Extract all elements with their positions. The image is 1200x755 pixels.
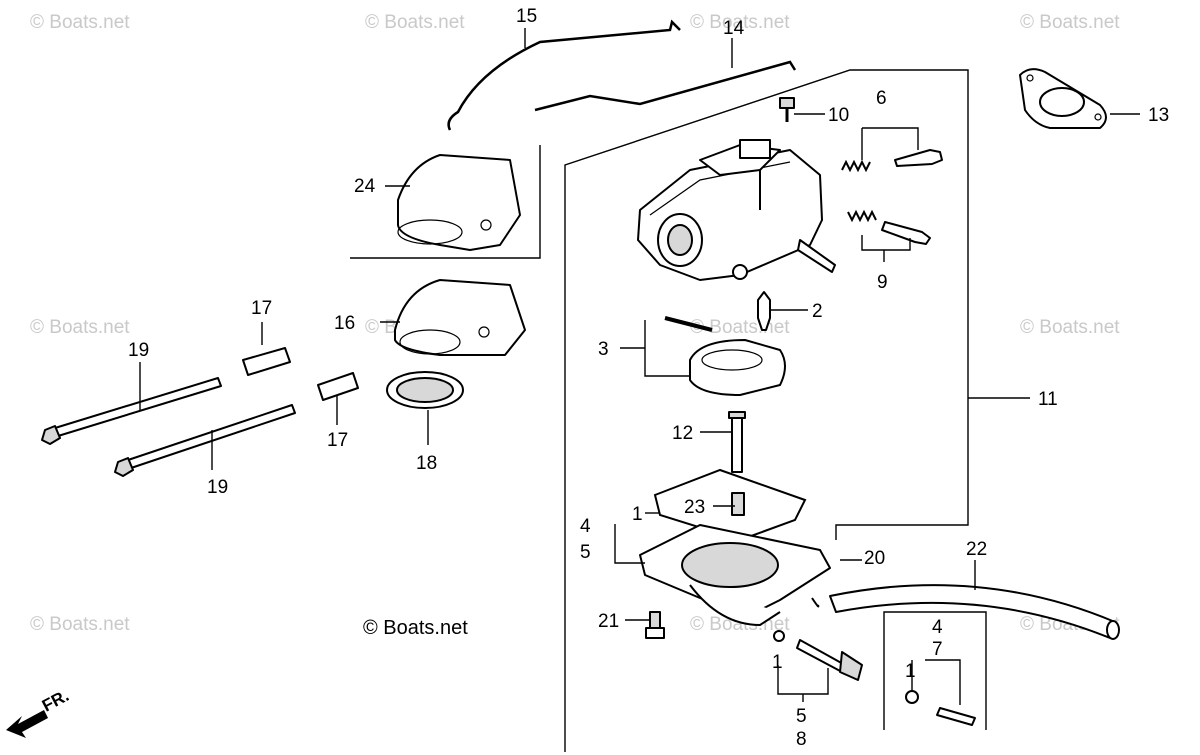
collar-part-17-lower	[317, 372, 359, 401]
throttle-rod	[534, 60, 797, 112]
callout-17-upper: 17	[251, 298, 272, 319]
callout-24: 24	[354, 176, 376, 197]
float-needle-part-2	[757, 291, 771, 331]
main-nozzle-part-12	[728, 411, 746, 473]
float-part-3	[664, 316, 786, 396]
callout-11: 11	[1038, 389, 1058, 410]
main-jet-part-23	[731, 492, 745, 516]
clip-part-20	[811, 597, 820, 608]
float-chamber-gasket	[653, 468, 807, 542]
screw-part-10	[779, 97, 795, 122]
callout-22: 22	[966, 539, 987, 560]
carburetor-body	[637, 139, 836, 281]
choke-rod	[447, 19, 681, 131]
callout-7: 7	[932, 639, 943, 660]
callout-12: 12	[672, 423, 693, 444]
float-chamber	[639, 524, 831, 626]
callout-1-upper: 1	[632, 504, 643, 525]
callout-18: 18	[416, 453, 437, 474]
callout-5-lower: 5	[796, 706, 807, 727]
leader-lines	[139, 28, 1140, 705]
fuel-tube-part-22	[829, 584, 1120, 640]
callout-9: 9	[877, 272, 888, 293]
callout-4-inset: 4	[932, 617, 943, 638]
callout-16: 16	[334, 313, 355, 334]
collar-part-17-upper	[242, 347, 291, 376]
callout-15: 15	[516, 6, 537, 27]
callout-4-upper: 4	[580, 516, 591, 537]
callout-6: 6	[876, 88, 887, 109]
inset-washer-and-screw	[905, 690, 976, 726]
stud-bolt-part-19-lower	[114, 404, 296, 477]
callout-2: 2	[812, 301, 823, 322]
watermark: © Boats.net	[365, 12, 465, 33]
front-direction-arrow: FR.	[6, 686, 72, 738]
assembly-boundary	[564, 69, 969, 752]
watermarks: © Boats.net © Boats.net © Boats.net © Bo…	[30, 12, 1120, 635]
gasket-part-13	[1019, 68, 1107, 129]
callout-1-inset: 1	[905, 661, 916, 682]
callout-14: 14	[723, 18, 745, 39]
pilot-screw-set	[841, 149, 943, 173]
callout-13: 13	[1148, 105, 1169, 126]
stud-bolt-part-19-upper	[41, 377, 222, 445]
watermark: © Boats.net	[1020, 317, 1120, 338]
watermark: © Boats.net	[1020, 12, 1120, 33]
air-elbow-part-16	[394, 279, 526, 356]
screen-part-18	[386, 371, 464, 409]
drain-screw-assembly	[773, 630, 863, 681]
callout-19-upper: 19	[128, 340, 149, 361]
callout-8: 8	[796, 729, 807, 750]
callout-labels: 15 14 10 6 13 24 9 2 16 17 3 19 11 17 12…	[128, 6, 1169, 750]
watermark: © Boats.net	[690, 12, 790, 33]
callout-19-lower: 19	[207, 477, 228, 498]
callout-3: 3	[598, 339, 609, 360]
copyright-label: © Boats.net	[363, 617, 468, 639]
watermark: © Boats.net	[30, 12, 130, 33]
drain-bolt-part-21	[645, 611, 665, 639]
callout-1-lower: 1	[772, 652, 783, 673]
callout-5-upper: 5	[580, 542, 591, 563]
callout-10: 10	[828, 105, 849, 126]
callout-20: 20	[864, 548, 885, 569]
callout-21: 21	[598, 611, 619, 632]
callout-17-lower: 17	[327, 430, 348, 451]
watermark: © Boats.net	[30, 614, 130, 635]
throttle-stop-screw-set	[847, 209, 931, 245]
air-elbow-part-24	[397, 154, 521, 251]
inset-boundary	[883, 611, 987, 730]
intake-boundary	[350, 145, 541, 259]
watermark: © Boats.net	[30, 317, 130, 338]
callout-23: 23	[684, 497, 705, 518]
